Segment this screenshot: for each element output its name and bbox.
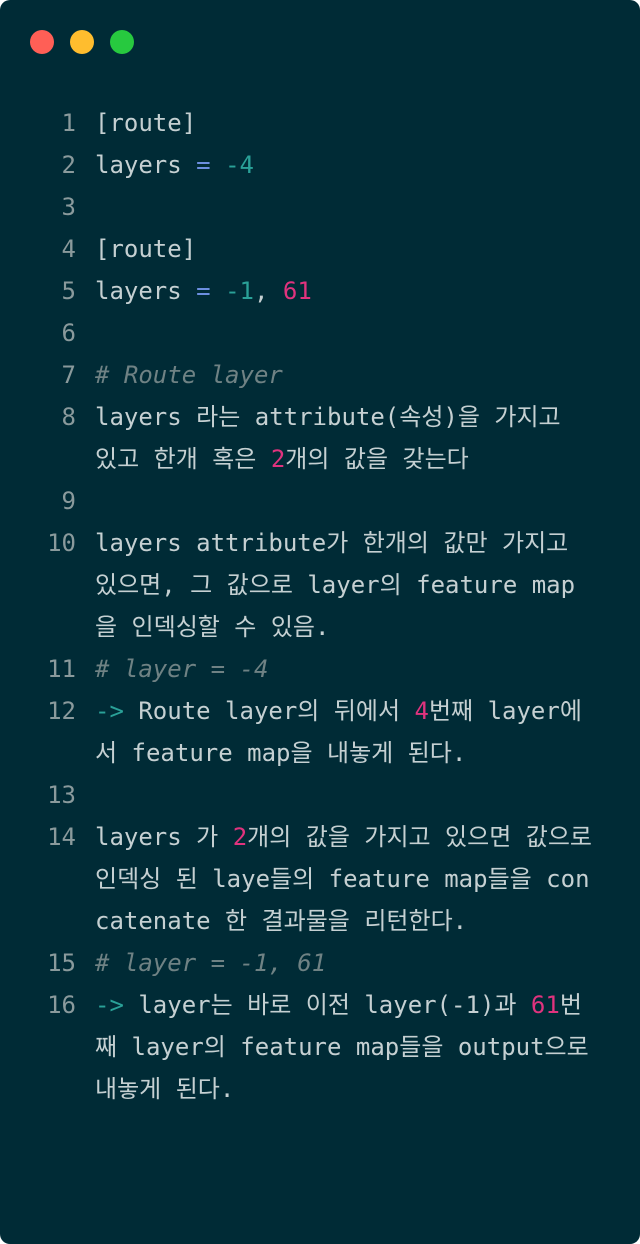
line-number: 1 [61, 109, 76, 137]
code-token: layers 가 [95, 823, 233, 851]
line-content: # Route layer [95, 354, 595, 396]
code-line: 5 layers = -1, 61 [0, 270, 640, 312]
code-token: 2 [270, 445, 286, 473]
code-token: -1 [225, 277, 254, 305]
line-number: 9 [61, 487, 76, 515]
line-content: ​ [95, 480, 595, 522]
line-number: 3 [61, 193, 76, 221]
code-token: = [196, 277, 211, 305]
code-token: # layer = -1, 61 [95, 949, 327, 977]
code-token: = [196, 151, 211, 179]
code-line: 10 layers attribute가 한개의 값만 가지고 있으면, 그 값으… [0, 522, 640, 648]
code-token: 4 [414, 697, 429, 725]
line-number: 6 [61, 319, 76, 347]
line-number: 14 [47, 823, 76, 851]
code-token: # layer = -4 [95, 655, 269, 683]
line-number: 10 [47, 529, 76, 557]
line-content: -> Route layer의 뒤에서 4번째 layer에서 feature … [95, 690, 595, 774]
close-dot-icon[interactable] [30, 30, 54, 54]
line-content: ​ [95, 186, 595, 228]
code-line: 12 -> Route layer의 뒤에서 4번째 layer에서 featur… [0, 690, 640, 774]
line-number: 13 [47, 781, 76, 809]
code-line: 4 [route] [0, 228, 640, 270]
line-number: 4 [61, 235, 76, 263]
code-line: 11 # layer = -4 [0, 648, 640, 690]
code-token: -> [95, 991, 124, 1019]
line-content: # layer = -1, 61 [95, 942, 595, 984]
code-token [211, 151, 225, 179]
code-token: 61 [282, 277, 312, 305]
line-number: 15 [47, 949, 76, 977]
code-token: 개의 값을 가지고 있으면 값으로 인덱싱 된 laye들의 feature m… [95, 823, 607, 935]
line-content: layers attribute가 한개의 값만 가지고 있으면, 그 값으로 … [95, 522, 595, 648]
code-token: -4 [225, 151, 254, 179]
code-line: 2 layers = -4 [0, 144, 640, 186]
line-number: 7 [61, 361, 76, 389]
line-content: ​ [95, 774, 595, 816]
code-token: # Route layer [95, 361, 283, 389]
code-token: layers 라는 attribute(속성)을 가지고 있고 한개 혹은 [95, 403, 576, 473]
line-content: # layer = -4 [95, 648, 595, 690]
code-token [211, 277, 225, 305]
code-token: layers [95, 277, 197, 305]
code-line: 3​ [0, 186, 640, 228]
code-line: 7 # Route layer [0, 354, 640, 396]
minimize-dot-icon[interactable] [70, 30, 94, 54]
line-content: -> layer는 바로 이전 layer(-1)과 61번째 layer의 f… [95, 984, 595, 1110]
line-number: 16 [47, 991, 76, 1019]
code-token: Route layer의 뒤에서 [123, 697, 415, 725]
line-content: layers = -1, 61 [95, 270, 595, 312]
line-number: 2 [61, 151, 76, 179]
code-token: [route] [95, 109, 197, 137]
code-line: 16 -> layer는 바로 이전 layer(-1)과 61번째 layer의… [0, 984, 640, 1110]
line-content: [route] [95, 228, 595, 270]
line-number: 12 [47, 697, 76, 725]
code-token: , [253, 277, 283, 305]
code-token: layer는 바로 이전 layer(-1)과 [123, 991, 531, 1019]
line-content: ​ [95, 312, 595, 354]
line-content: layers 가 2개의 값을 가지고 있으면 값으로 인덱싱 된 laye들의… [95, 816, 595, 942]
line-content: [route] [95, 102, 595, 144]
code-line: 15 # layer = -1, 61 [0, 942, 640, 984]
code-token: [route] [95, 235, 197, 263]
code-line: 8 layers 라는 attribute(속성)을 가지고 있고 한개 혹은 2… [0, 396, 640, 480]
maximize-dot-icon[interactable] [110, 30, 134, 54]
code-token: 61 [530, 991, 560, 1019]
code-token: 번째 layer의 feature map들을 output으로 내놓게 된다. [95, 991, 604, 1103]
line-number: 11 [47, 655, 76, 683]
code-line: 6​ [0, 312, 640, 354]
code-line: 1 [route] [0, 102, 640, 144]
code-token: 2 [232, 823, 248, 851]
code-line: 14 layers 가 2개의 값을 가지고 있으면 값으로 인덱싱 된 laye… [0, 816, 640, 942]
code-line: 9​ [0, 480, 640, 522]
code-token: -> [95, 697, 124, 725]
code-token: layers [95, 151, 197, 179]
line-number: 5 [61, 277, 76, 305]
code-line: 13 ​ [0, 774, 640, 816]
code-token: 개의 값을 갖는다 [285, 445, 469, 473]
line-content: layers = -4 [95, 144, 595, 186]
line-content: layers 라는 attribute(속성)을 가지고 있고 한개 혹은 2개… [95, 396, 595, 480]
code-token: 번째 layer에서 feature map을 내놓게 된다. [95, 697, 582, 767]
line-number: 8 [61, 403, 76, 431]
code-token: layers attribute가 한개의 값만 가지고 있으면, 그 값으로 … [95, 529, 583, 641]
